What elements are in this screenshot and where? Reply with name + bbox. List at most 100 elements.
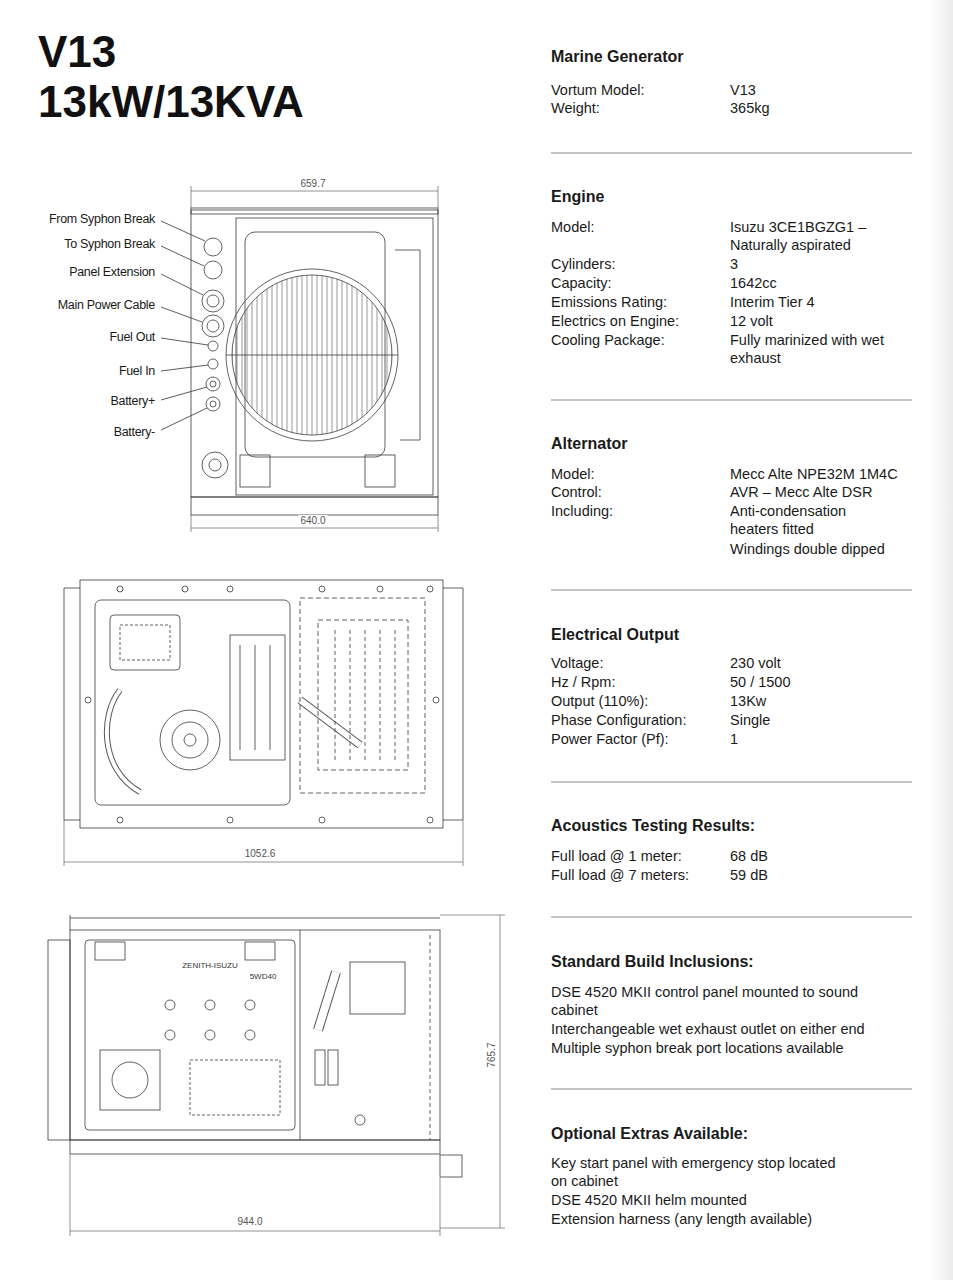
front-view-drawing xyxy=(191,210,438,497)
top-view-drawing xyxy=(319,817,325,823)
spec-key: Cylinders: xyxy=(551,255,615,274)
side-view-drawing xyxy=(85,940,295,1130)
front-view-drawing xyxy=(438,515,439,532)
side-view-drawing xyxy=(70,1154,71,1236)
side-view-drawing xyxy=(112,1062,148,1098)
front-view-drawing xyxy=(240,455,270,487)
front-view-drawing xyxy=(206,397,220,411)
callout-label: Battery- xyxy=(5,425,155,440)
section-heading: Standard Build Inclusions: xyxy=(551,952,754,972)
section-rule xyxy=(551,153,912,1089)
section-rule xyxy=(551,400,912,401)
top-view-drawing xyxy=(64,820,65,866)
callout-label: Fuel Out xyxy=(5,330,155,345)
top-view-drawing xyxy=(172,722,208,758)
leader-line xyxy=(161,221,205,241)
section-rule xyxy=(551,917,912,918)
leader-line xyxy=(161,365,208,371)
spec-item: DSE 4520 MKII helm mounted xyxy=(551,1191,747,1210)
page-edge-strip xyxy=(928,0,953,1280)
top-view-drawing xyxy=(64,580,463,866)
spec-value: 230 volt xyxy=(730,654,781,673)
spec-item: Interchangeable wet exhaust outlet on ei… xyxy=(551,1020,865,1039)
callout-label: Fuel In xyxy=(5,364,155,379)
side-view-drawing xyxy=(318,972,336,1030)
spec-key: Output (110%): xyxy=(551,692,648,711)
front-view-drawing xyxy=(207,320,219,332)
spec-key: Model: xyxy=(551,218,595,237)
spec-key: Full load @ 7 meters: xyxy=(551,866,689,885)
callout-label: To Syphon Break xyxy=(5,237,155,252)
front-view-drawing xyxy=(191,528,438,529)
spec-value: Interim Tier 4 xyxy=(730,293,815,312)
spec-value: 59 dB xyxy=(730,866,768,885)
top-view-drawing xyxy=(300,700,360,745)
spec-key: Hz / Rpm: xyxy=(551,673,615,692)
section-heading: Engine xyxy=(551,187,604,207)
top-view-drawing xyxy=(300,598,425,793)
spec-key: Control: xyxy=(551,483,602,502)
spec-value: 12 volt xyxy=(730,312,773,331)
spec-key: Vortum Model: xyxy=(551,81,645,100)
front-view-drawing xyxy=(365,455,395,487)
spec-item: Key start panel with emergency stop loca… xyxy=(551,1154,843,1191)
side-view-drawing xyxy=(245,1030,255,1040)
dimension-label: 765.7 xyxy=(486,1040,498,1069)
front-view-drawing xyxy=(191,186,192,208)
dimension-label: 640.0 xyxy=(298,515,327,527)
side-view-drawing xyxy=(440,1228,505,1229)
front-view-drawing xyxy=(204,261,222,279)
front-view-drawing xyxy=(395,250,420,440)
top-view-drawing xyxy=(255,645,256,750)
side-view-drawing xyxy=(48,915,505,1236)
leader-line xyxy=(161,408,207,430)
top-view-drawing xyxy=(64,588,80,820)
top-view-drawing xyxy=(95,600,290,805)
spec-key: Cooling Package: xyxy=(551,331,665,350)
top-view-drawing xyxy=(380,630,381,760)
spec-item: Multiple syphon break port locations ava… xyxy=(551,1039,844,1058)
top-view-drawing xyxy=(463,820,464,866)
spec-key: Phase Configuration: xyxy=(551,711,686,730)
nameplate-text: 5WD40 xyxy=(250,972,277,982)
top-view-drawing xyxy=(395,630,396,760)
side-view-drawing xyxy=(70,1140,440,1154)
side-view-drawing xyxy=(355,1115,365,1125)
front-view-drawing xyxy=(191,497,438,515)
side-view-drawing xyxy=(315,1050,325,1085)
spec-value: 50 / 1500 xyxy=(730,673,790,692)
dimension-label: 1052.6 xyxy=(243,848,278,860)
front-view-drawing xyxy=(202,315,224,337)
top-view-drawing xyxy=(335,630,336,760)
callout-label: From Syphon Break xyxy=(5,212,155,227)
top-view-drawing xyxy=(160,710,220,770)
top-view-drawing xyxy=(64,862,463,863)
front-view-drawing xyxy=(210,381,216,387)
page-title: V13 13kW/13KVA xyxy=(38,27,338,127)
side-view-drawing xyxy=(245,1000,255,1010)
front-view-drawing xyxy=(210,401,216,407)
spec-value: V13 xyxy=(730,81,756,100)
side-view-drawing xyxy=(70,915,71,930)
callout-label: Panel Extension xyxy=(5,265,155,280)
top-view-drawing xyxy=(240,645,241,750)
nameplate-text: ZENITH-ISUZU xyxy=(182,961,238,971)
section-rule xyxy=(551,1089,912,1090)
spec-value: Mecc Alte NPE32M 1M4C xyxy=(730,465,898,484)
leader-line xyxy=(161,221,208,430)
spec-key: Electrics on Engine: xyxy=(551,312,679,331)
side-view-drawing xyxy=(328,1050,338,1085)
page-edge-strip xyxy=(928,0,953,1280)
top-view-drawing xyxy=(433,697,439,703)
top-view-drawing xyxy=(300,700,360,745)
side-view-drawing xyxy=(440,915,505,916)
side-view-drawing xyxy=(350,962,405,1014)
callout-label: Battery+ xyxy=(5,394,155,409)
front-view-drawing xyxy=(202,452,228,478)
spec-key: Capacity: xyxy=(551,274,611,293)
leader-line xyxy=(161,246,204,266)
spec-key: Model: xyxy=(551,465,595,484)
spec-value: 1642cc xyxy=(730,274,777,293)
spec-key: Weight: xyxy=(551,99,600,118)
top-view-drawing xyxy=(227,586,233,592)
